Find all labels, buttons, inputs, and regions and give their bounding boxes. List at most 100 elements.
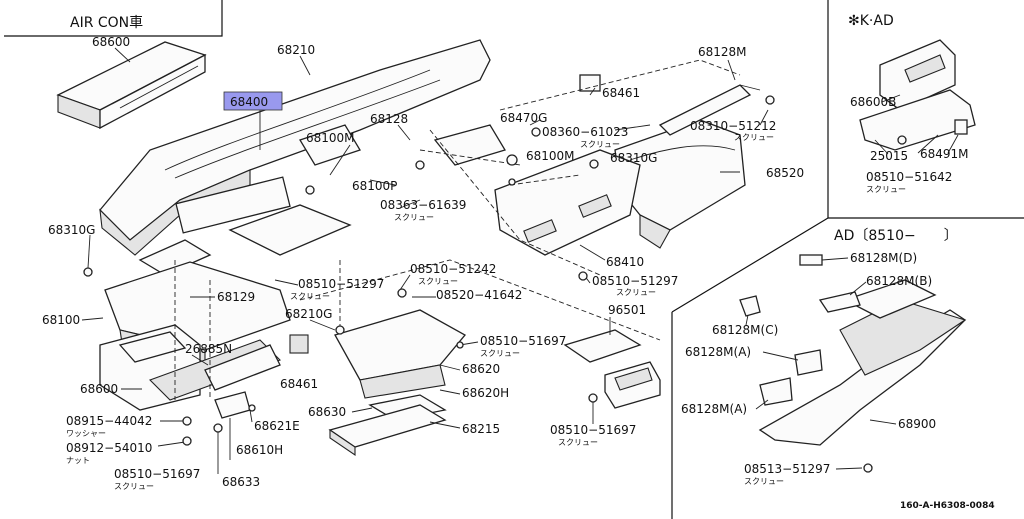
part-label[interactable]: 68600 xyxy=(92,35,130,49)
part-label[interactable]: 68461 xyxy=(602,86,640,100)
part-68128M-D xyxy=(799,254,823,266)
part-68210-dashboard xyxy=(99,39,506,276)
aircon-frame xyxy=(4,0,223,37)
note-screw: スクリュー xyxy=(558,438,598,447)
part-label[interactable]: 25015 xyxy=(870,149,908,163)
part-label[interactable]: 68210 xyxy=(277,43,315,57)
part-label[interactable]: 68600B xyxy=(850,95,896,109)
note-nut: ナット xyxy=(66,456,90,465)
part-label[interactable]: 08510−51697 xyxy=(550,423,636,437)
part-label[interactable]: 68310G xyxy=(48,223,95,237)
part-68900-duct xyxy=(758,279,967,446)
part-68128M-B xyxy=(818,291,861,313)
note-screw: スクリュー xyxy=(290,292,330,301)
part-label[interactable]: 26885N xyxy=(185,342,232,356)
part-label[interactable]: 08510−51242 xyxy=(410,262,496,276)
part-label[interactable]: 68621E xyxy=(254,419,300,433)
part-label[interactable]: 08510−51642 xyxy=(866,170,952,184)
part-68491M-switch xyxy=(954,119,968,135)
section-title-ad: AD〔8510− 〕 xyxy=(834,228,958,244)
note-screw: スクリュー xyxy=(394,213,434,222)
part-label[interactable]: 68100 xyxy=(42,313,80,327)
part-label[interactable]: 68520 xyxy=(766,166,804,180)
dash-2 xyxy=(429,129,601,276)
part-label[interactable]: 68461 xyxy=(280,377,318,391)
ad-frame-diag xyxy=(671,217,829,313)
notes: スクリュー スクリュー スクリュー スクリュー スクリュー スクリュー スクリュ… xyxy=(66,133,906,491)
part-label[interactable]: 68128 xyxy=(370,112,408,126)
part-label[interactable]: 96501 xyxy=(608,303,646,317)
part-label[interactable]: 68128M(A) xyxy=(681,402,747,416)
note-screw: スクリュー xyxy=(734,133,774,142)
part-68520-cluster-hood xyxy=(614,119,746,249)
part-label[interactable]: 68100M xyxy=(306,131,355,145)
part-label[interactable]: 68633 xyxy=(222,475,260,489)
part-label[interactable]: 68128M xyxy=(698,45,747,59)
part-label[interactable]: 08520−41642 xyxy=(436,288,522,302)
part-label[interactable]: 08510−51697 xyxy=(114,467,200,481)
note-screw: スクリュー xyxy=(114,482,154,491)
part-68128M-A-upper xyxy=(794,349,823,376)
part-96501-box xyxy=(563,329,661,409)
part-label-68400[interactable]: 68400 xyxy=(230,95,268,109)
highlight-68400-box xyxy=(223,91,283,111)
part-label[interactable]: 68900 xyxy=(898,417,936,431)
part-68620-glovebox xyxy=(334,309,467,399)
part-label[interactable]: 08510−51697 xyxy=(480,334,566,348)
part-label[interactable]: 08360−61023 xyxy=(542,125,628,139)
part-label[interactable]: 08915−44042 xyxy=(66,414,152,428)
part-68610H-bracket xyxy=(214,391,251,460)
part-label[interactable]: 68491M xyxy=(920,147,969,161)
part-label[interactable]: 68470G xyxy=(500,111,547,125)
note-screw: スクリュー xyxy=(616,288,656,297)
part-label[interactable]: 68620H xyxy=(462,386,509,400)
part-label[interactable]: 68129 xyxy=(217,290,255,304)
part-label[interactable]: 08363−61639 xyxy=(380,198,466,212)
part-25015-bracket xyxy=(859,89,976,151)
note-screw: スクリュー xyxy=(866,185,906,194)
part-label[interactable]: 68310G xyxy=(610,151,657,165)
part-68100-lower-panel xyxy=(99,261,291,411)
part-label[interactable]: 68410 xyxy=(606,255,644,269)
fasteners xyxy=(83,95,907,473)
note-screw: スクリュー xyxy=(744,477,784,486)
part-label[interactable]: 68128M(C) xyxy=(712,323,778,337)
part-68600-aircon-duct xyxy=(56,41,207,130)
part-label[interactable]: 68128M(A) xyxy=(685,345,751,359)
dash-8 xyxy=(509,174,581,186)
dash-3 xyxy=(299,259,661,341)
part-68128M-C xyxy=(739,295,761,317)
part-68215-ashtray xyxy=(328,404,447,457)
part-label[interactable]: 68128M(B) xyxy=(866,274,932,288)
note-screw: スクリュー xyxy=(418,277,458,286)
note-screw: スクリュー xyxy=(580,140,620,149)
part-68128M-A-lower xyxy=(759,377,793,406)
part-68410-center-panel xyxy=(494,149,641,256)
part-label[interactable]: 68620 xyxy=(462,362,500,376)
note-screw: スクリュー xyxy=(480,349,520,358)
section-title-kad: ✻K·AD xyxy=(848,13,894,29)
reference-code: 160-A-H6308-0084 xyxy=(900,501,995,511)
section-title-aircon: AIR CON車 xyxy=(70,14,143,31)
dash-7 xyxy=(419,149,521,166)
part-label[interactable]: 08912−54010 xyxy=(66,441,152,455)
part-label[interactable]: 68610H xyxy=(236,443,283,457)
part-label[interactable]: 68100M xyxy=(526,149,575,163)
part-68461-clip xyxy=(579,74,601,92)
part-label[interactable]: 68215 xyxy=(462,422,500,436)
part-68600B-duct xyxy=(879,39,956,111)
part-label[interactable]: 68128M(D) xyxy=(850,251,917,265)
note-washer: ワッシャー xyxy=(66,429,106,438)
part-label[interactable]: 08510−51297 xyxy=(298,277,384,291)
part-68128M-bracket xyxy=(658,84,761,136)
part-label[interactable]: 08513−51297 xyxy=(744,462,830,476)
part-label[interactable]: 08310−51212 xyxy=(690,119,776,133)
part-label[interactable]: 68630 xyxy=(308,405,346,419)
part-26885N-panel xyxy=(204,334,309,391)
dash-1 xyxy=(499,59,741,111)
part-label[interactable]: 68210G xyxy=(285,307,332,321)
part-label[interactable]: 08510−51297 xyxy=(592,274,678,288)
part-label[interactable]: 68600 xyxy=(80,382,118,396)
part-label[interactable]: 68100P xyxy=(352,179,397,193)
